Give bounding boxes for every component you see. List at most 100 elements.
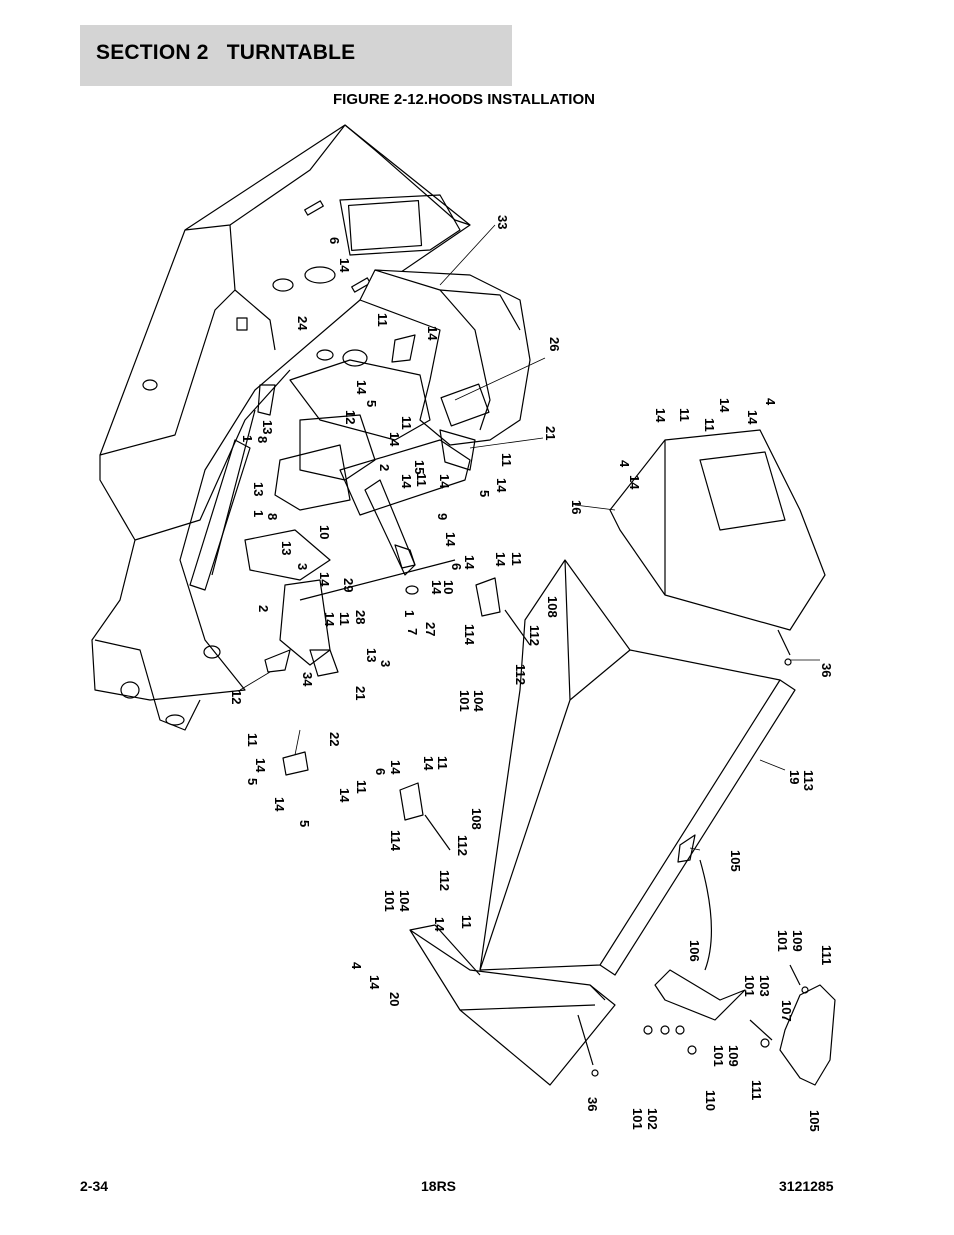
part-callout: 13 — [251, 482, 266, 496]
figure-title-text: FIGURE 2-12.HOODS INSTALLATION — [333, 91, 595, 108]
part-callout: 14 — [717, 398, 732, 413]
part-callout: 5 — [477, 490, 492, 497]
part-callout: 14 — [354, 380, 369, 395]
part-callout: 101 — [742, 975, 757, 997]
part-callout: 11 — [354, 780, 369, 794]
part-callout: 110 — [703, 1090, 718, 1111]
part-callout: 5 — [297, 820, 312, 827]
part-callout: 13 — [279, 541, 294, 555]
part-callout: 14 — [272, 797, 287, 812]
page-number: 2-34 — [80, 1178, 109, 1194]
part-callout: 8 — [265, 513, 280, 520]
part-callout: 114 — [462, 624, 477, 646]
internal-brackets-drawing — [189, 334, 476, 677]
part-callout: 29 — [341, 578, 356, 592]
part-callout: 105 — [728, 850, 743, 872]
part-callout: 36 — [585, 1097, 600, 1111]
side-hood-panel-drawing — [479, 559, 796, 976]
part-callout: 22 — [327, 732, 342, 746]
part-callout: 36 — [819, 663, 834, 677]
part-callout: 28 — [353, 610, 368, 624]
part-callout: 6 — [327, 237, 342, 244]
leader-lines — [239, 224, 820, 851]
part-callout: 1 — [240, 435, 255, 442]
part-callout: 109 — [726, 1045, 741, 1067]
part-callout: 27 — [423, 622, 438, 636]
part-callout: 11 — [435, 756, 450, 770]
part-callout: 24 — [295, 316, 310, 331]
part-callout: 14 — [745, 410, 760, 425]
part-callout: 14 — [494, 478, 509, 493]
part-callout: 102 — [645, 1108, 660, 1130]
hinge-assemblies-drawing — [282, 577, 531, 851]
part-callout: 112 — [513, 664, 528, 685]
turntable-frame-drawing — [91, 124, 471, 731]
part-callout: 109 — [790, 930, 805, 952]
part-callout: 14 — [429, 580, 444, 595]
part-callout: 3 — [295, 563, 310, 570]
part-callout: 11 — [499, 453, 514, 467]
section-title: SECTION 2 TURNTABLE — [96, 41, 356, 64]
part-callout: 113 — [801, 770, 816, 791]
latch-detail-drawing — [643, 859, 836, 1086]
part-callout: 14 — [388, 760, 403, 775]
part-callout: 11 — [677, 408, 692, 422]
part-callout: 14 — [432, 917, 447, 932]
part-callout: 15 — [412, 460, 427, 474]
part-callout: 101 — [630, 1108, 645, 1130]
upper-hood-panel-drawing — [609, 429, 826, 666]
part-callout: 105 — [807, 1110, 822, 1132]
document-number: 3121285 — [779, 1178, 834, 1194]
part-callout: 107 — [779, 1000, 794, 1022]
part-callout: 101 — [457, 690, 472, 712]
part-callout: 112 — [527, 625, 542, 646]
part-callout: 4 — [617, 460, 632, 468]
part-callout: 14 — [653, 408, 668, 423]
part-callout: 21 — [353, 686, 368, 700]
part-callout: 20 — [387, 992, 402, 1006]
part-callout: 104 — [471, 690, 486, 712]
part-callout: 104 — [397, 890, 412, 912]
part-callout: 14 — [437, 474, 452, 489]
part-callout: 11 — [399, 416, 414, 430]
part-callout: 11 — [459, 915, 474, 929]
part-callout: 14 — [337, 258, 352, 273]
part-callout: 8 — [255, 436, 270, 443]
part-callout: 14 — [421, 756, 436, 771]
part-callout: 10 — [441, 580, 456, 594]
part-callout: 14 — [253, 758, 268, 773]
part-callout: 12 — [229, 690, 244, 704]
part-callout: 33 — [495, 215, 510, 229]
part-callout: 7 — [405, 628, 420, 635]
part-callout: 5 — [245, 778, 260, 785]
part-callout: 14 — [493, 552, 508, 567]
part-callout: 19 — [787, 770, 802, 784]
part-callout: 111 — [749, 1080, 764, 1100]
part-callout: 112 — [437, 870, 452, 891]
part-callout: 14 — [443, 532, 458, 547]
part-callout: 2 — [377, 464, 392, 471]
part-callout: 14 — [387, 432, 402, 447]
part-callout: 112 — [455, 835, 470, 856]
part-callout: 3 — [378, 660, 393, 667]
part-callout: 13 — [364, 648, 379, 662]
part-callout: 14 — [425, 326, 440, 341]
part-callout: 4 — [349, 962, 364, 970]
section-banner: SECTION 2 TURNTABLE — [80, 25, 512, 86]
part-callout: 103 — [757, 975, 772, 997]
part-callout: 26 — [547, 337, 562, 351]
part-callout: 11 — [375, 313, 390, 327]
counterweight-housing-drawing — [359, 269, 531, 446]
part-callout: 108 — [469, 808, 484, 830]
part-callout: 13 — [260, 420, 275, 434]
part-callout: 14 — [317, 572, 332, 587]
part-callout: 4 — [763, 398, 778, 406]
part-callout: 14 — [399, 474, 414, 489]
part-callout: 1 — [251, 510, 266, 517]
part-callout: 11 — [245, 733, 260, 747]
part-callout: 101 — [711, 1045, 726, 1067]
part-callout: 9 — [435, 513, 450, 520]
part-callout: 34 — [300, 672, 315, 687]
